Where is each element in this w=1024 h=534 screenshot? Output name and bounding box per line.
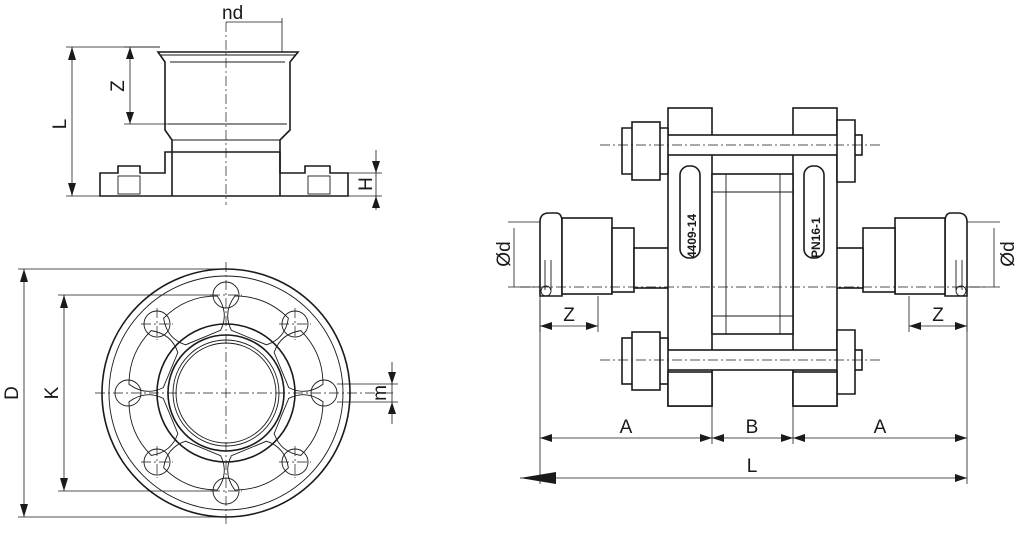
assembly-od-left-label: Ød	[494, 241, 515, 266]
flange-front-view: D K m	[2, 262, 398, 525]
flange-side-view: nd L Z H	[50, 3, 382, 210]
right-flange-marking: PN16-1	[809, 217, 823, 258]
nd-label: nd	[222, 3, 243, 24]
front-K-label: K	[42, 386, 63, 399]
assembly-L-label: L	[747, 456, 758, 477]
assembly-z-right-label: Z	[932, 305, 944, 326]
assembly-z-left-label: Z	[563, 305, 575, 326]
side-H-label: H	[356, 177, 377, 191]
assembly-A-left-label: A	[620, 417, 633, 438]
front-m-label: m	[370, 385, 391, 401]
assembly-A-right-label: A	[874, 417, 887, 438]
side-Z-label: Z	[108, 80, 129, 92]
assembly-B-label: B	[746, 417, 759, 438]
left-flange-marking: 4409-14	[685, 214, 699, 258]
assembly-od-right-label: Ød	[998, 241, 1019, 266]
side-L-label: L	[50, 119, 71, 130]
front-D-label: D	[2, 386, 23, 400]
assembly-view: 4409-14 PN16-1 Ød Ød Z Z	[494, 107, 1019, 484]
